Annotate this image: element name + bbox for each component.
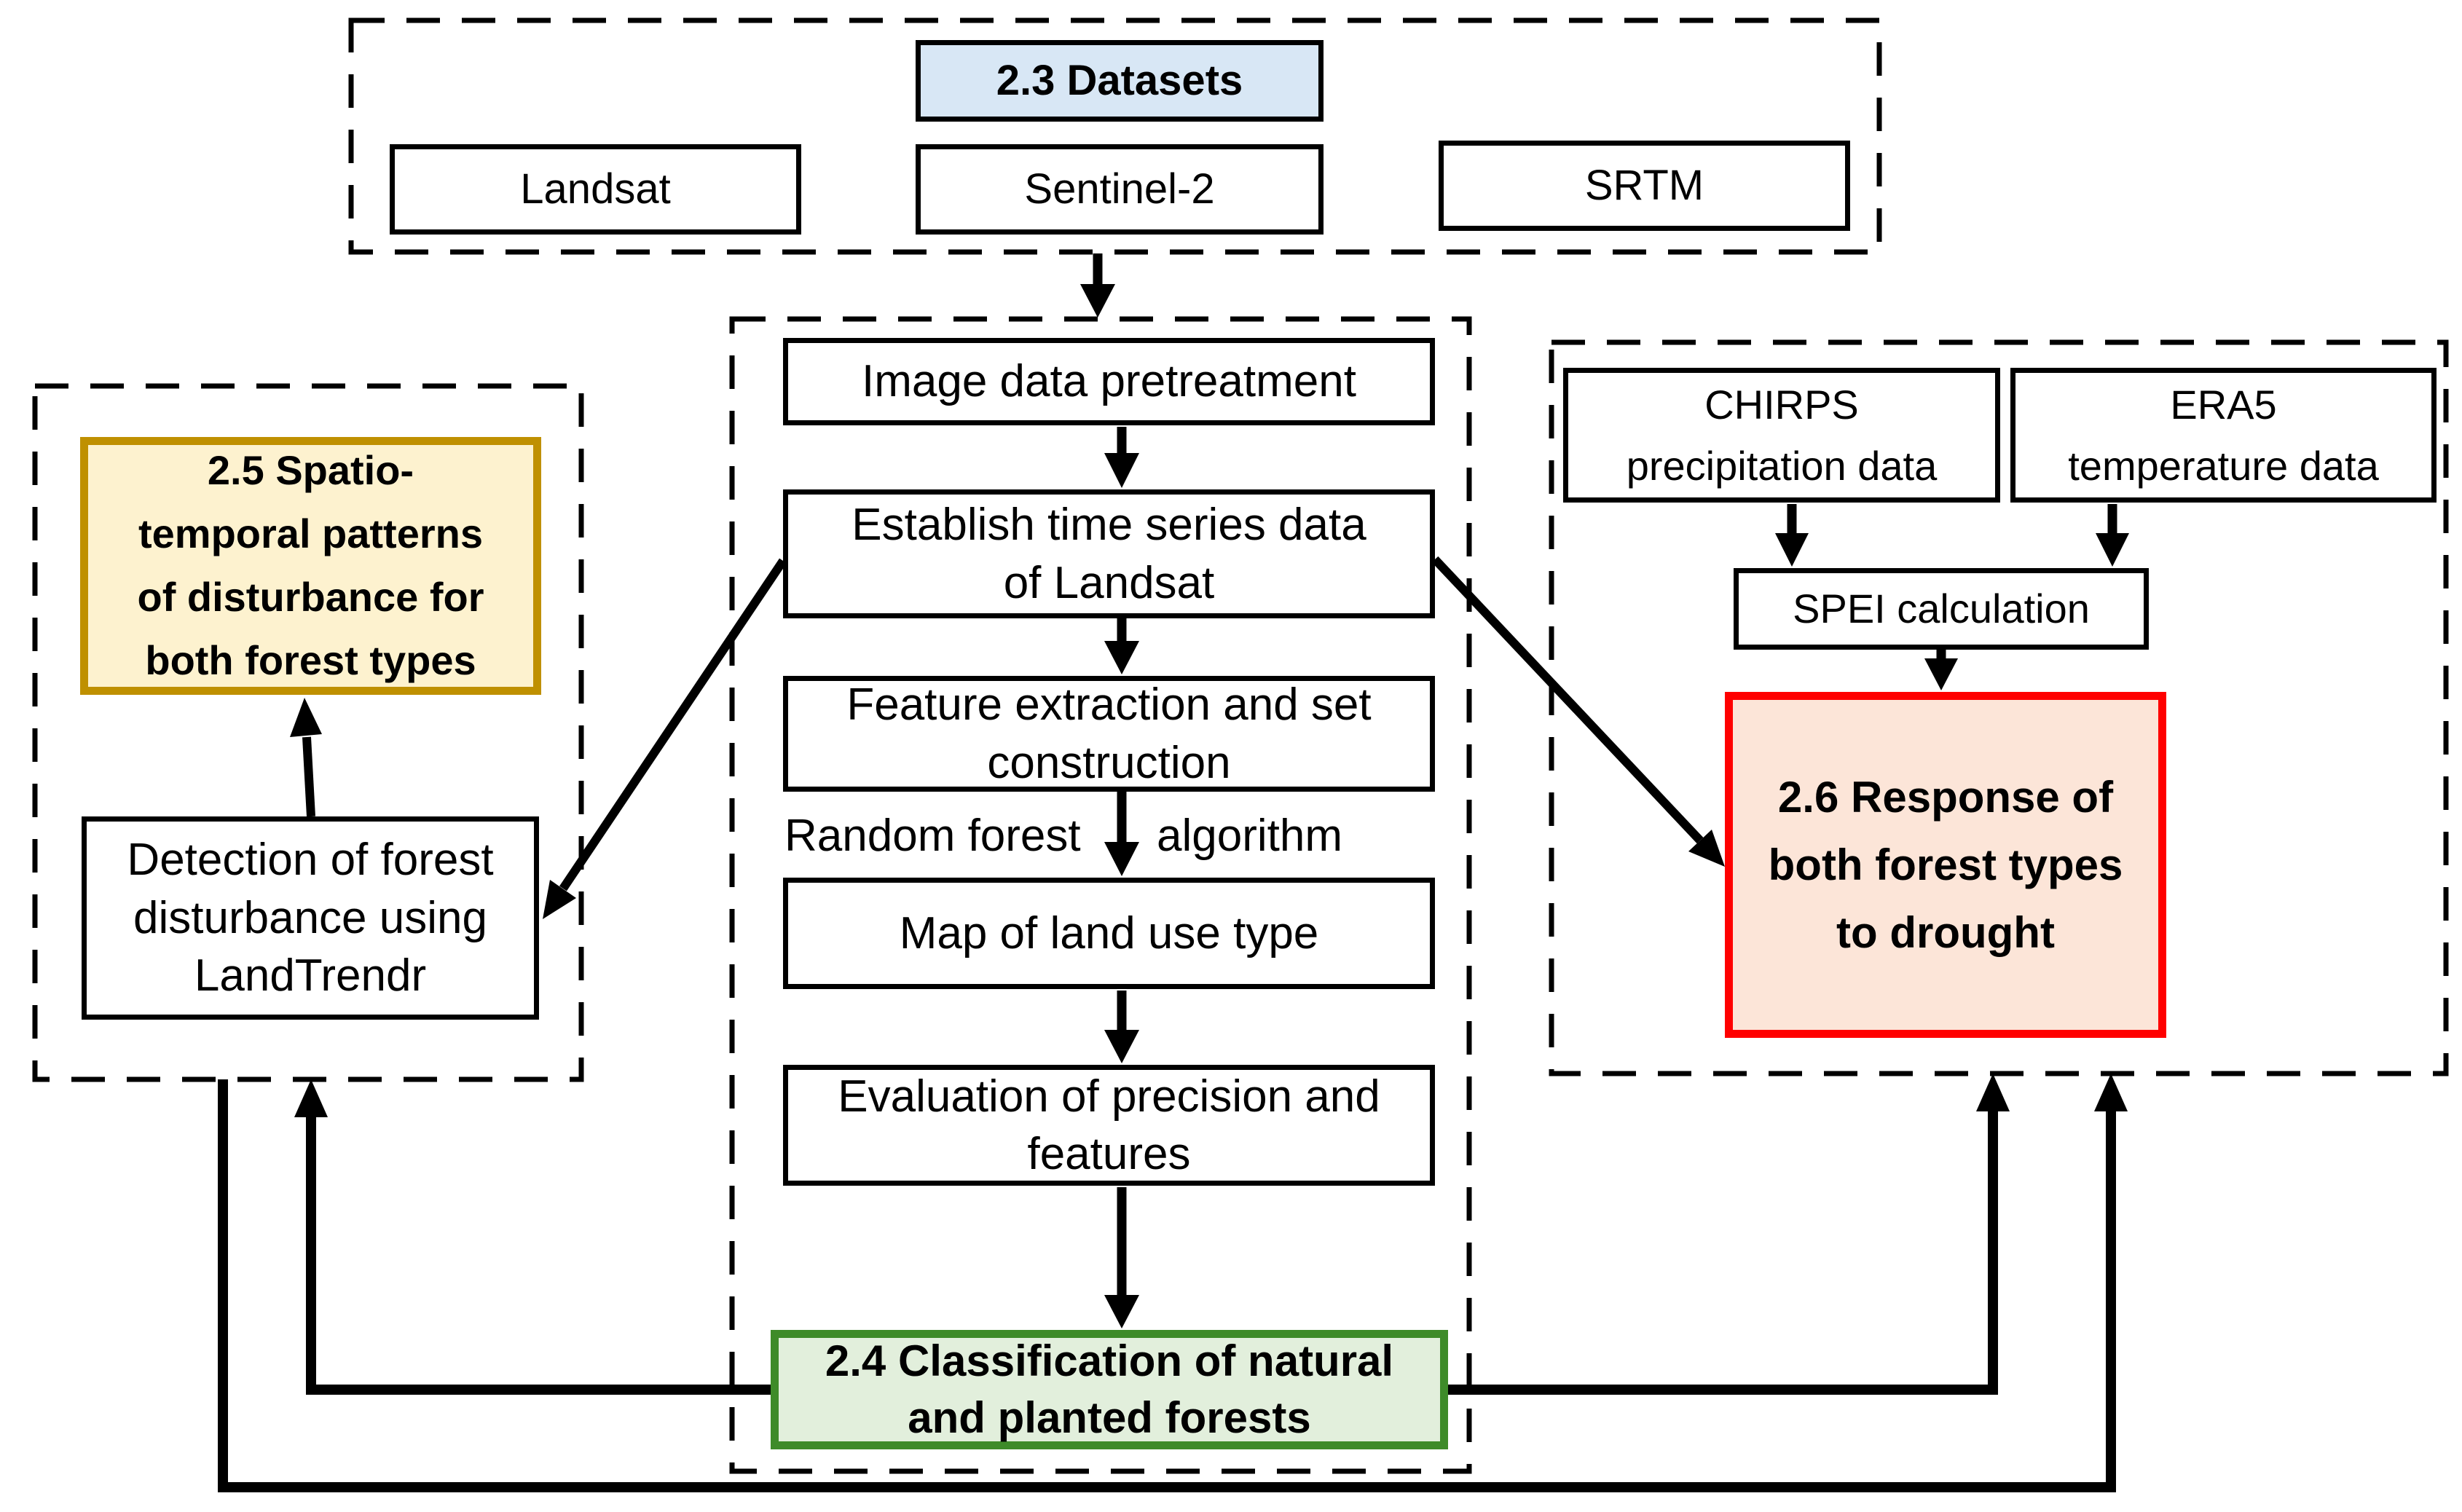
disturbance-container-border [32,383,584,1082]
feature-extraction-box: Feature extraction and set construction [783,676,1435,792]
dataset-box-landsat: Landsat [390,144,801,235]
arrow-landtrendr-to-spatiotemporal [290,698,322,817]
evaluation-box: Evaluation of precision and features [783,1065,1435,1186]
feedback-disturbance-to-drought [218,1074,2128,1492]
arrow-chirps-to-spei [1775,504,1809,567]
dataset-box-sentinel2: Sentinel-2 [916,144,1324,235]
spatiotemporal-box: 2.5 Spatio- temporal patterns of disturb… [80,437,541,695]
landtrendr-box: Detection of forest disturbance using La… [82,816,539,1020]
map-landuse-box: Map of land use type [783,878,1435,989]
arrow-timeseries-to-feature [1104,618,1139,674]
arrow-evaluation-to-classification [1104,1187,1139,1328]
arrow-spei-to-response [1924,650,1958,690]
arrow-pretreatment-to-timeseries [1104,427,1139,488]
arrow-feature-to-map [1104,792,1139,876]
response-box: 2.6 Response of both forest types to dro… [1725,692,2166,1038]
era5-box: ERA5 temperature data [2010,368,2437,503]
arrow-datasets-to-workflow [1080,253,1115,318]
image-pretreatment-box: Image data pretreatment [783,338,1435,425]
random-forest-label-left: Random forest [784,811,1081,861]
datasets-container-border [348,17,1882,255]
feedback-classification-to-disturbance [294,1079,771,1395]
arrow-timeseries-to-landtrendr [543,558,787,919]
classification-box: 2.4 Classification of natural and plante… [771,1330,1448,1449]
chirps-box: CHIRPS precipitation data [1563,368,2000,503]
feedback-classification-to-drought [1448,1074,2010,1395]
dataset-box-srtm: SRTM [1439,141,1850,231]
random-forest-label-right: algorithm [1157,811,1342,861]
arrow-map-to-evaluation [1104,991,1139,1063]
datasets-title-box: 2.3 Datasets [916,40,1324,122]
establish-timeseries-box: Establish time series data of Landsat [783,489,1435,618]
drought-container-border [1549,339,2449,1076]
spei-box: SPEI calculation [1734,568,2149,650]
arrow-era5-to-spei [2096,504,2129,567]
arrow-timeseries-to-response [1431,556,1725,867]
